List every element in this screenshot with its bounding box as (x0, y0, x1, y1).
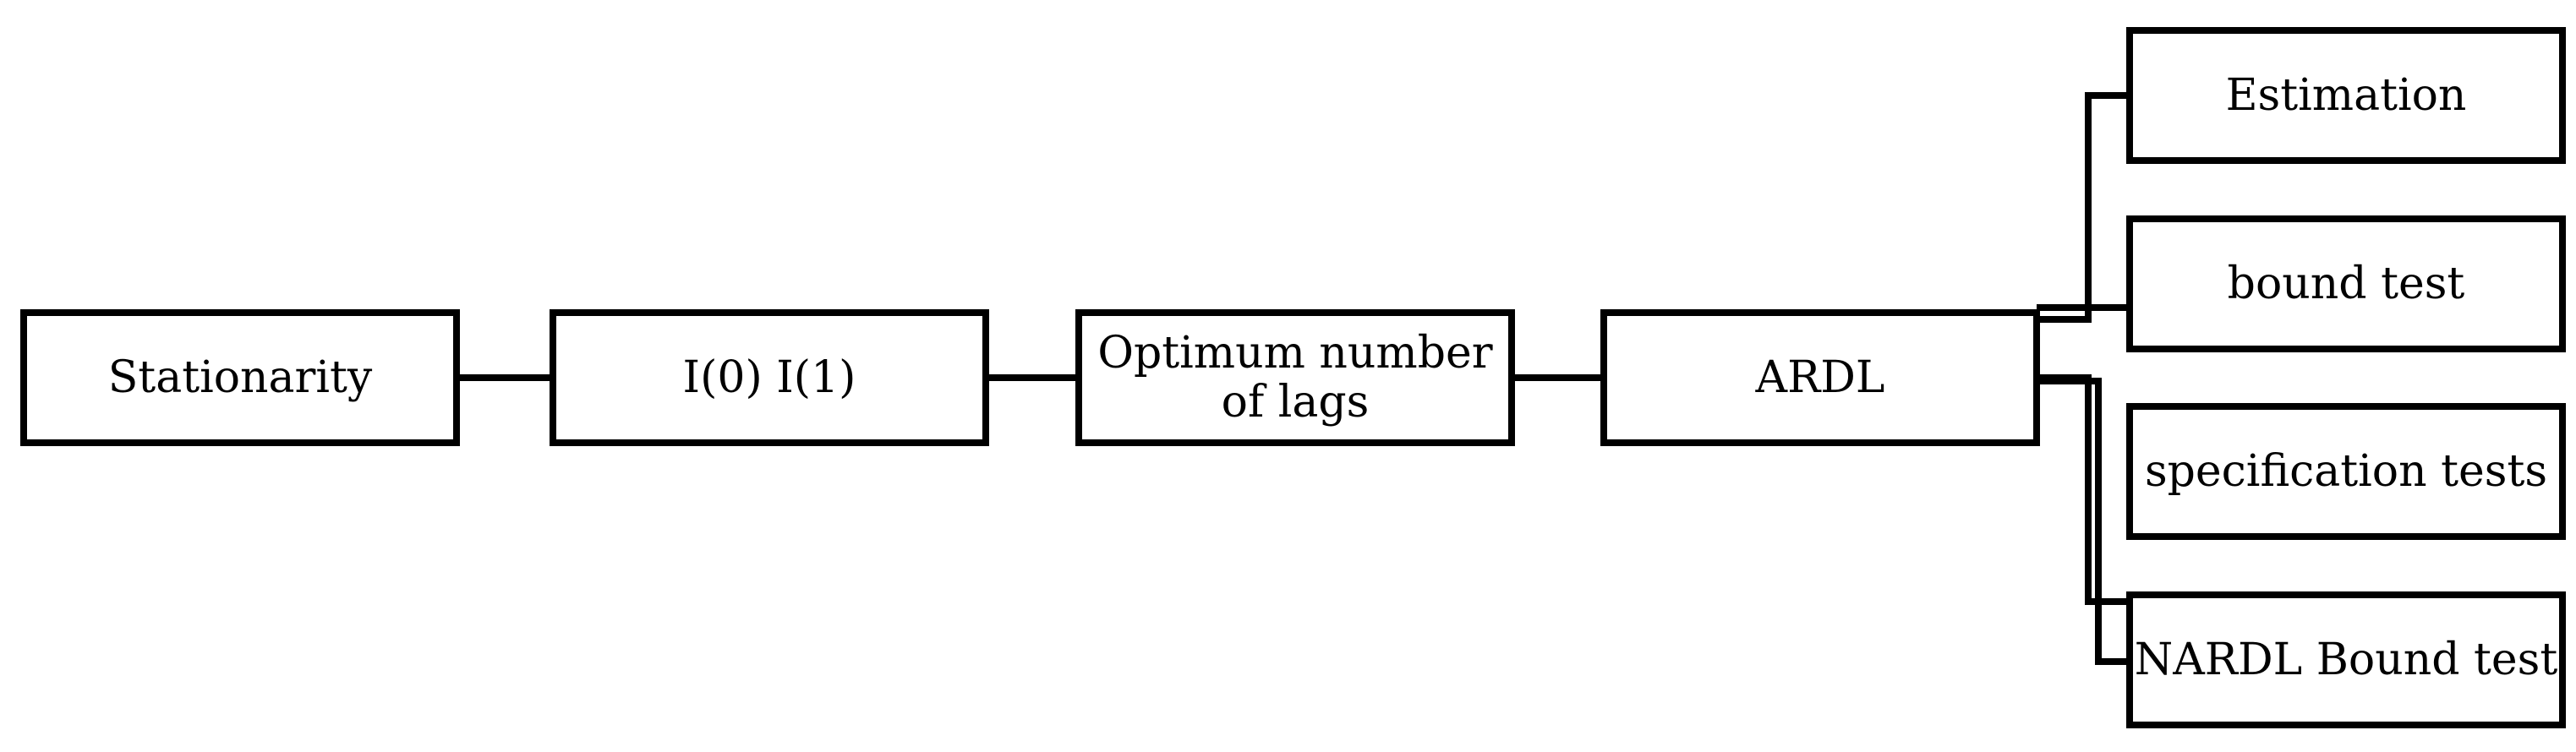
stationarity-box: Stationarity (20, 309, 460, 446)
connector-ardl-to-nardl-bound-test (2037, 378, 2130, 665)
ardl-box: ARDL (1600, 309, 2040, 446)
estimation-box: Estimation (2126, 27, 2566, 164)
integration-order-box: I(0) I(1) (550, 309, 989, 446)
connector-ardl-to-specification-tests (2037, 374, 2130, 605)
specification-tests-box: specification tests (2126, 403, 2566, 540)
bound-test-box: bound test (2126, 215, 2566, 352)
nardl-bound-test-box: NARDL Bound test (2126, 591, 2566, 728)
optimum-lags-box: Optimum number of lags (1075, 309, 1515, 446)
connector-ardl-to-estimation (2037, 92, 2130, 323)
